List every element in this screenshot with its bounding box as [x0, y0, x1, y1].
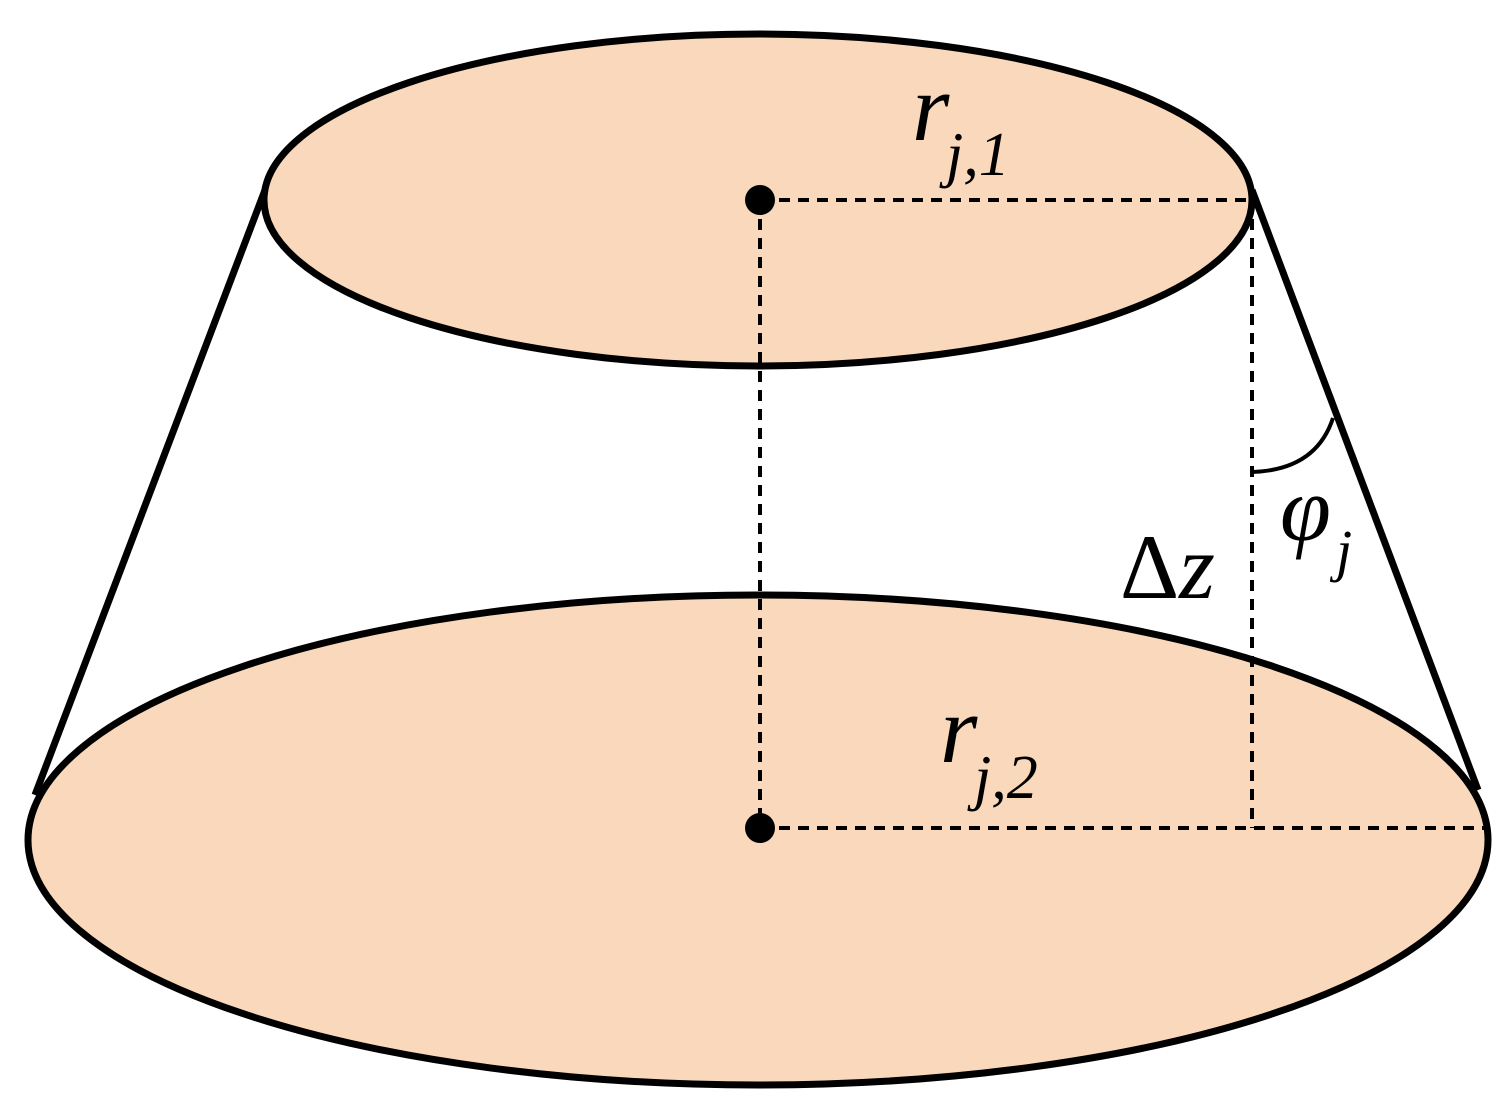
height-delta: Δ [1120, 516, 1179, 618]
top-center-point [745, 185, 775, 215]
height-symbol: z [1177, 516, 1215, 618]
angle-subscript: j [1329, 518, 1352, 583]
bottom-radius-subscript: j,2 [967, 744, 1038, 812]
left-side-edge [31, 188, 269, 797]
angle-symbol: φ [1280, 458, 1331, 560]
top-radius-subscript: j,1 [939, 121, 1010, 189]
top-radius-label: r [912, 54, 950, 161]
height-label: Δz [1120, 516, 1215, 618]
right-side-edge [1248, 188, 1482, 792]
dashed-construction-lines [758, 198, 1486, 830]
bottom-radius-symbol: r [940, 676, 978, 783]
bottom-center-point [745, 813, 775, 843]
angle-arc [1251, 417, 1335, 474]
angle-label: φ [1280, 458, 1331, 560]
top-radius-symbol: r [912, 54, 950, 161]
bottom-radius-label: r [940, 676, 978, 783]
